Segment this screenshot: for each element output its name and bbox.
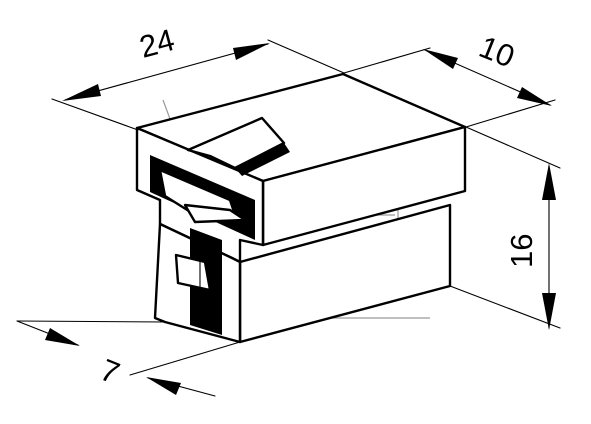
dimension-pitch-label: 7: [95, 352, 124, 391]
connector-housing: [135, 72, 467, 344]
dimension-height-label: 16: [504, 234, 539, 268]
dimension-length-label: 24: [136, 22, 178, 65]
terminal-tongue: [183, 203, 247, 224]
dimension-height: 16: [449, 126, 561, 330]
dimension-width-label: 10: [474, 29, 519, 74]
lower-contact: [174, 253, 212, 292]
latch-shadow: [235, 143, 290, 176]
